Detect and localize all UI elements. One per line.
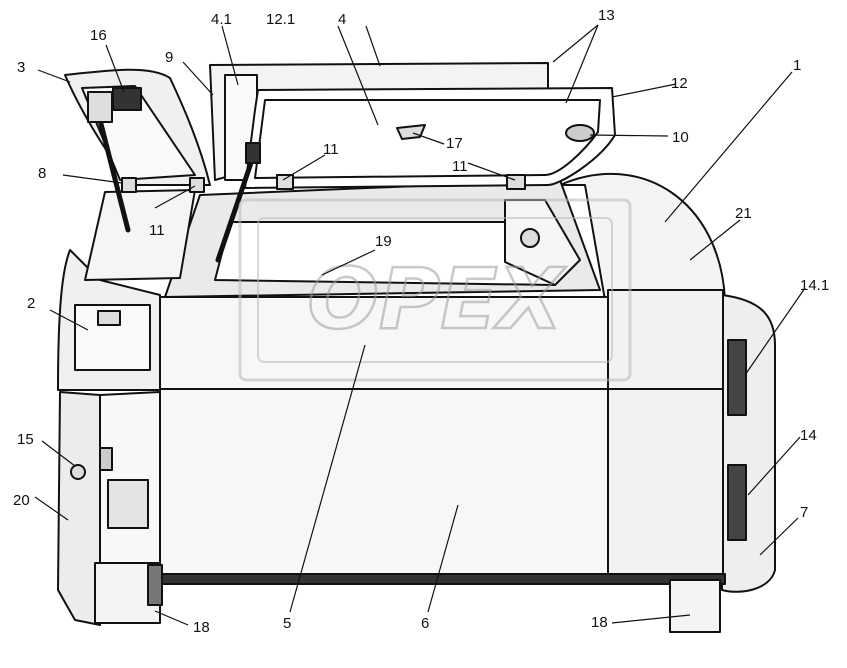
callout-13: 13 [598,7,615,24]
callout-14: 14 [800,427,817,444]
callout-6: 6 [421,615,429,632]
callout-4-1: 4.1 [211,11,232,28]
latch-11-left [189,177,205,193]
callout-5: 5 [283,615,291,632]
strut-bracket [245,142,261,164]
lid-knob [112,87,142,111]
callout-10: 10 [672,129,689,146]
front-upper-panel [159,296,609,390]
callout-15: 15 [17,431,34,448]
strut-upper-mount [87,91,113,123]
left-compartment [84,189,196,281]
callout-11-left: 11 [149,222,165,239]
right-gas-strut [215,157,255,263]
callout-12-1: 12.1 [266,11,295,28]
callout-11-mid: 11 [323,141,339,158]
left-panel-latch [97,310,121,326]
latch-11-right [506,174,526,190]
watermark-frame [238,198,632,382]
callout-18-left: 18 [193,619,210,636]
callout-14-1: 14.1 [800,277,829,294]
callout-16: 16 [90,27,107,44]
callout-11-right: 11 [452,158,468,175]
watermark-text: OPEX [307,250,566,348]
callout-17: 17 [446,135,463,152]
callout-21: 21 [735,205,752,222]
lid-handle-17 [396,124,426,140]
leader-lines [34,24,806,626]
left-gas-strut [97,117,131,233]
callout-1: 1 [793,57,801,74]
left-door [57,391,101,626]
callout-labels: 1 2 3 4 4.1 5 6 7 8 9 10 11 11 11 12 12.… [13,7,829,636]
opex-watermark: OPEX [238,198,632,382]
callout-9: 9 [165,49,173,66]
callout-20: 20 [13,492,30,509]
callout-19: 19 [375,233,392,250]
front-lower-panel [159,388,609,580]
callout-12: 12 [671,75,688,92]
door-hinge-upper [99,447,113,471]
callout-2: 2 [27,295,35,312]
door-lock [70,464,86,480]
lower-vent-14 [727,464,747,541]
callout-4: 4 [338,11,346,28]
right-lower-panel [607,388,724,580]
glass-lid-12 [244,87,616,189]
watermark-inner-frame [257,217,613,363]
tray-fitting [520,228,540,248]
callout-7: 7 [800,504,808,521]
glass-lid-12-frame [254,99,601,179]
right-foot [669,579,721,633]
callout-8: 8 [38,165,46,182]
callout-18-right: 18 [591,614,608,631]
lid-hinge-10 [565,124,595,142]
callout-3: 3 [17,59,25,76]
door-hinge-lower [107,479,149,529]
latch-8-left [121,177,137,193]
right-upper-panel [607,289,724,391]
latch-11-mid [276,174,294,190]
upper-vent-14-1 [727,339,747,416]
roller-left-cap [147,564,163,606]
